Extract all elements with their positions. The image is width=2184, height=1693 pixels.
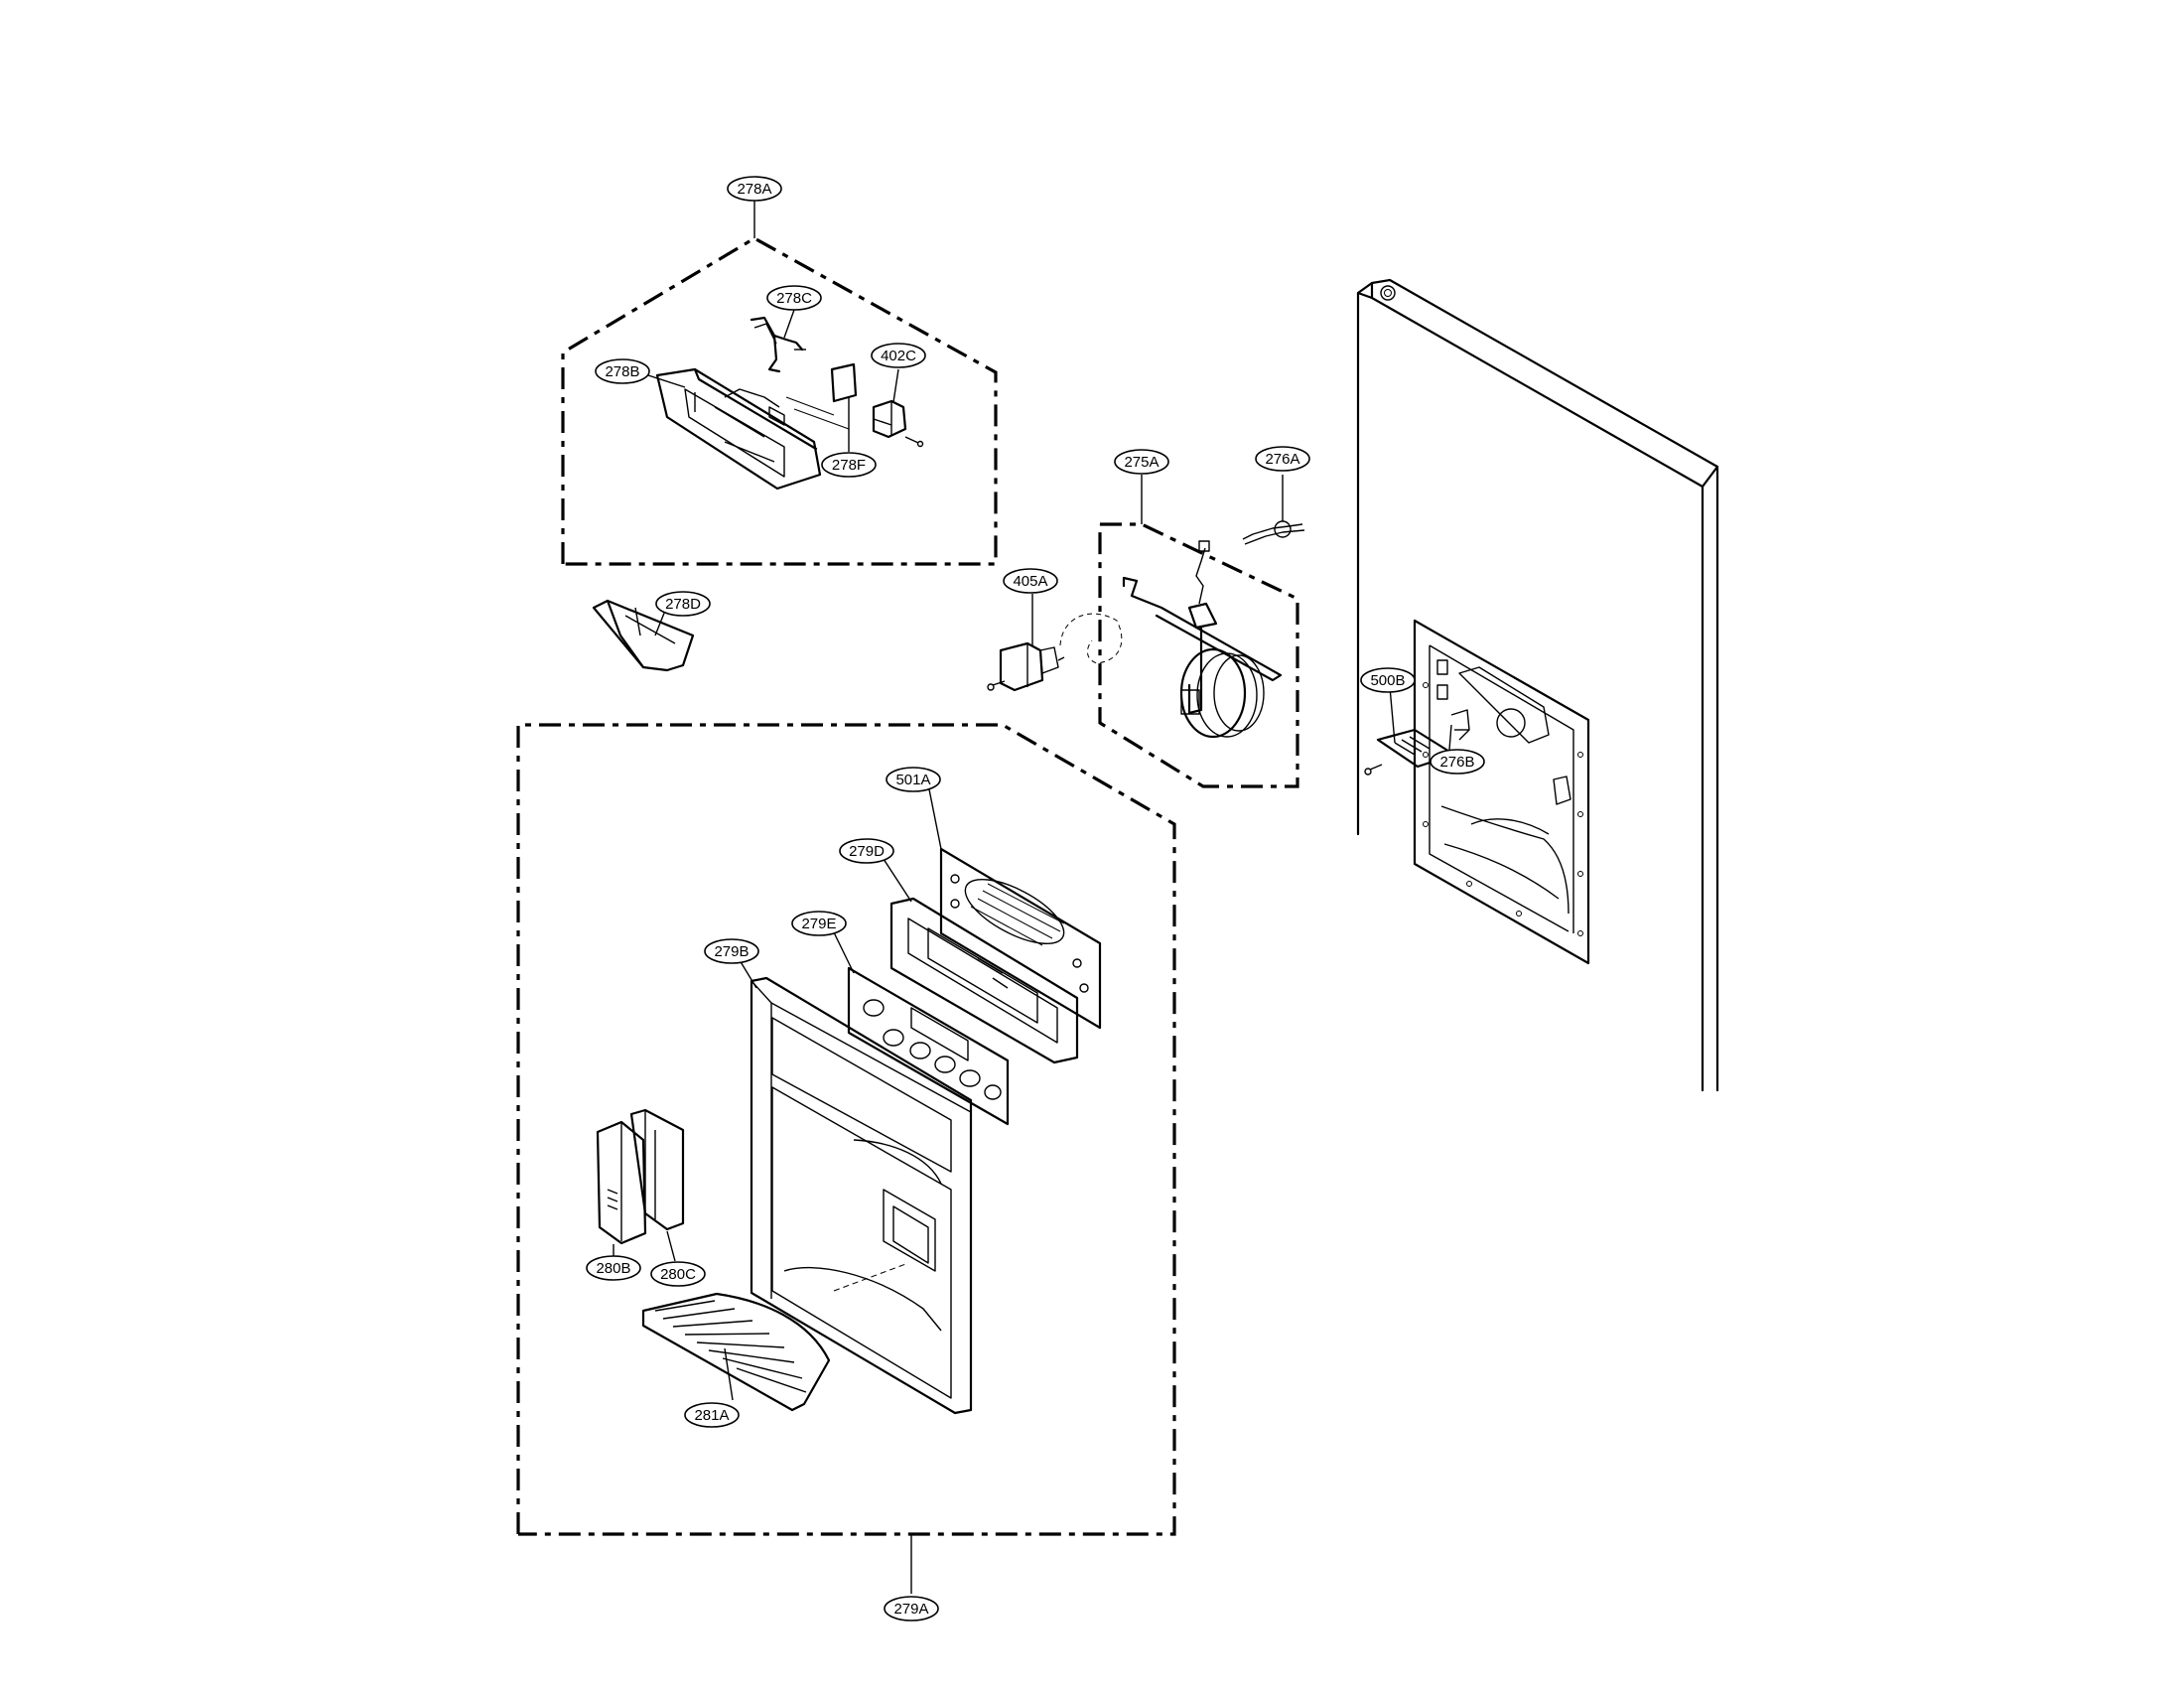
part-281A-drip-tray <box>641 1292 831 1412</box>
part-279B-dispenser-frame <box>750 976 973 1415</box>
group-278A-outline <box>561 199 998 566</box>
part-280C-hinge-frame <box>629 1108 685 1231</box>
label-280B: 280B <box>586 1255 641 1281</box>
part-278B-chute-housing <box>655 367 850 491</box>
label-278D: 278D <box>655 591 711 617</box>
part-279D-frame <box>889 897 1079 1064</box>
label-279A: 279A <box>884 1596 939 1622</box>
svg-text:405A: 405A <box>1013 573 1047 590</box>
leader-lines <box>613 309 1452 1401</box>
group-275A-outline <box>1098 475 1299 788</box>
svg-text:278C: 278C <box>776 290 812 307</box>
label-275A: 275A <box>1114 449 1169 475</box>
svg-text:275A: 275A <box>1124 454 1159 471</box>
part-405A-solenoid <box>987 613 1123 692</box>
label-276B: 276B <box>1430 749 1485 775</box>
label-276A: 276A <box>1255 446 1310 472</box>
label-279E: 279E <box>791 911 847 936</box>
part-276A-clip <box>1242 475 1305 545</box>
part-278F-pad <box>830 362 858 403</box>
label-278F: 278F <box>821 452 877 478</box>
svg-text:280C: 280C <box>660 1266 696 1283</box>
label-278B: 278B <box>595 358 650 384</box>
label-279B: 279B <box>704 938 759 964</box>
svg-text:278D: 278D <box>665 596 701 613</box>
svg-text:276B: 276B <box>1439 754 1474 771</box>
svg-text:279E: 279E <box>801 916 836 932</box>
label-402C: 402C <box>871 343 926 368</box>
svg-text:501A: 501A <box>895 772 930 788</box>
svg-text:278A: 278A <box>737 181 771 198</box>
part-501A-control-board <box>939 847 1102 1030</box>
part-402C-switch <box>872 399 924 448</box>
label-280C: 280C <box>650 1261 706 1287</box>
group-279A-outline <box>516 723 1176 1594</box>
svg-text:279D: 279D <box>849 843 885 860</box>
part-278C-bracket <box>750 316 806 373</box>
svg-text:279A: 279A <box>893 1601 928 1618</box>
part-279E-membrane <box>847 966 1010 1126</box>
part-275A-auger-motor <box>1122 540 1283 739</box>
part-freezer-door <box>1356 278 1719 1092</box>
svg-text:279B: 279B <box>714 943 749 960</box>
label-278A: 278A <box>727 176 782 202</box>
part-276B-bracket <box>1450 709 1470 741</box>
label-500B: 500B <box>1360 667 1416 693</box>
label-279D: 279D <box>839 838 894 864</box>
svg-text:278B: 278B <box>605 363 639 380</box>
svg-text:500B: 500B <box>1370 672 1405 689</box>
label-501A: 501A <box>886 767 941 792</box>
svg-text:278F: 278F <box>832 457 866 474</box>
part-278D-chute-cup <box>592 599 695 672</box>
label-405A: 405A <box>1003 568 1058 594</box>
svg-text:402C: 402C <box>881 348 916 364</box>
svg-text:281A: 281A <box>694 1407 729 1424</box>
svg-text:280B: 280B <box>596 1260 630 1277</box>
part-280B-door <box>596 1120 647 1245</box>
svg-text:276A: 276A <box>1265 451 1299 468</box>
label-278C: 278C <box>766 285 822 311</box>
label-281A: 281A <box>684 1402 740 1428</box>
